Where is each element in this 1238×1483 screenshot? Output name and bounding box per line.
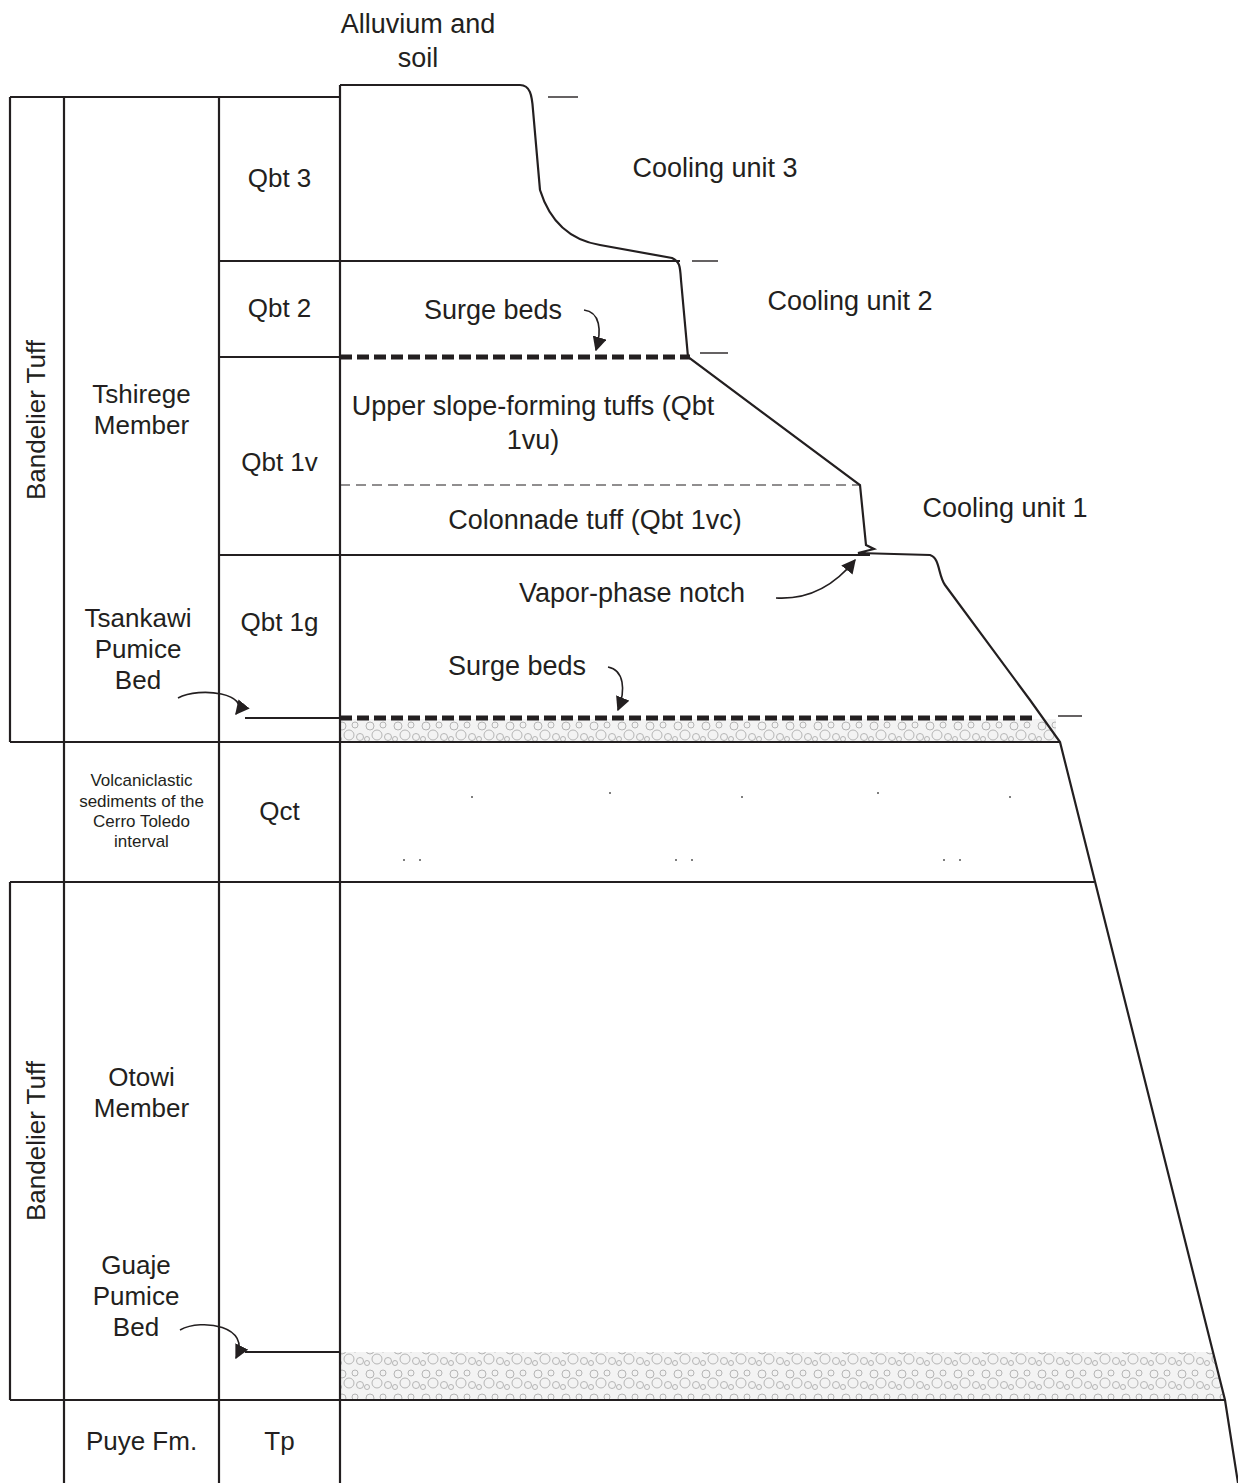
unit-label: Volcaniclastic sediments of the Cerro To… <box>69 771 214 853</box>
pumice-bed <box>340 719 1056 742</box>
leader-arrow <box>180 1325 239 1358</box>
contact-line <box>10 881 1094 883</box>
surge-bed <box>340 355 690 360</box>
pumice-bed <box>340 1352 1225 1400</box>
tick <box>1058 715 1082 716</box>
unit-label: Qct <box>224 796 335 827</box>
figure-label: Vapor-phase notch <box>482 577 782 611</box>
unit-label: Qbt 2 <box>224 293 335 324</box>
column-line <box>63 97 65 1483</box>
interval-cell: Volcaniclastic sediments of the Cerro To… <box>64 742 219 882</box>
unit-name-cell: Bandelier Tuff <box>10 97 64 742</box>
tick <box>700 352 728 353</box>
figure-label: Cooling unit 2 <box>720 285 980 319</box>
leader-arrow <box>608 667 623 710</box>
map-unit-cell: Tp <box>219 1400 340 1483</box>
column-line <box>339 85 341 1483</box>
figure-label: Cooling unit 3 <box>585 152 845 186</box>
unit-label: Bandelier Tuff <box>21 1061 52 1221</box>
bed-label: Guaje Pumice Bed <box>68 1250 204 1344</box>
map-unit-cell: Qbt 1g <box>219 555 340 718</box>
dashed-contact <box>340 484 860 485</box>
figure-label: Colonnade tuff (Qbt 1vc) <box>425 504 765 538</box>
unit-label: Tp <box>224 1426 335 1457</box>
leader-arrow <box>584 310 599 350</box>
bed-label: Tsankawi Pumice Bed <box>68 603 208 697</box>
map-unit-cell: Qbt 2 <box>219 261 340 357</box>
figure-label: Cooling unit 1 <box>885 492 1125 526</box>
contact-line <box>219 554 870 556</box>
column-line <box>9 882 11 1400</box>
figure-label: Surge beds <box>393 294 593 328</box>
map-unit-cell: Qbt 1v <box>219 357 340 555</box>
map-unit-cell: Qct <box>219 742 340 882</box>
contact-line <box>10 1399 1225 1401</box>
map-unit-cell: Qbt 3 <box>219 97 340 261</box>
contact-line <box>219 356 340 358</box>
unit-label: Qbt 3 <box>224 163 335 194</box>
leader-arrow <box>178 692 239 714</box>
contact-line <box>245 717 340 719</box>
unit-label: Otowi Member <box>69 1062 214 1124</box>
figure-label: Upper slope-forming tuffs (Qbt 1vu) <box>343 390 723 458</box>
contact-line <box>219 260 680 262</box>
cliff-profile <box>340 85 1238 1483</box>
tick <box>692 260 718 261</box>
member-cell: Otowi MemberGuaje Pumice Bed <box>64 882 219 1400</box>
leader-arrow <box>776 560 855 598</box>
unit-label: Qbt 1v <box>224 447 335 478</box>
unit-label: Qbt 1g <box>224 607 335 638</box>
column-line <box>10 96 340 98</box>
unit-label: Bandelier Tuff <box>21 340 52 500</box>
contact-line <box>10 741 1060 743</box>
unit-label: Puye Fm. <box>69 1426 214 1457</box>
member-cell: Tshirege MemberTsankawi Pumice Bed <box>64 97 219 742</box>
column-line <box>218 97 220 1483</box>
column-line <box>9 97 11 742</box>
formation-cell: Puye Fm. <box>64 1400 219 1483</box>
surge-bed <box>340 716 1032 721</box>
unit-name-cell: Bandelier Tuff <box>10 882 64 1400</box>
tick <box>548 96 578 97</box>
unit-label: Tshirege Member <box>69 379 214 441</box>
figure-label: Alluvium and soil <box>323 8 513 76</box>
figure-label: Surge beds <box>417 650 617 684</box>
contact-line <box>245 1351 340 1353</box>
